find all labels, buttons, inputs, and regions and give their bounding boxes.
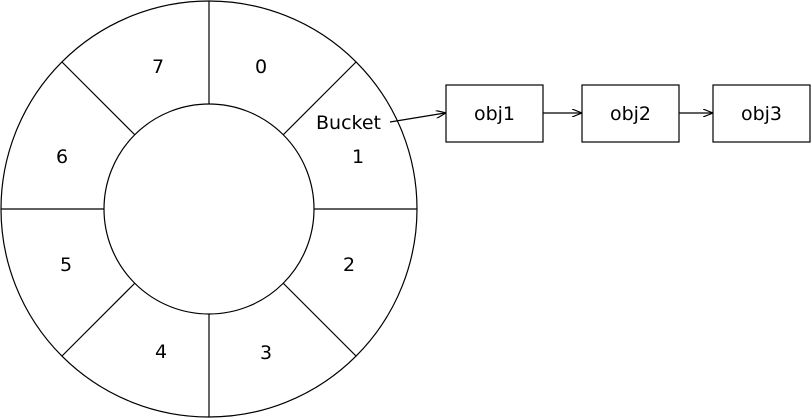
segment-label-3: 3 [260, 342, 272, 364]
segment-label-7: 7 [152, 56, 164, 78]
bucket-to-obj1-arrow [389, 113, 445, 123]
segment-label-2: 2 [343, 254, 355, 276]
bucket-label: Bucket [316, 112, 381, 134]
obj1-box [445, 84, 544, 143]
segment-label-4: 4 [155, 341, 167, 363]
divider-top-right [282, 61, 357, 136]
segment-label-1: 1 [352, 146, 364, 168]
obj1-label: obj1 [474, 103, 515, 125]
segment-label-6: 6 [56, 146, 68, 168]
obj2-label: obj2 [610, 103, 651, 125]
obj2-box [581, 84, 680, 143]
divider-bottom-left [61, 282, 136, 357]
inner-ring [103, 103, 315, 315]
obj3-label: obj3 [741, 103, 782, 125]
divider-bottom-right [282, 282, 357, 357]
segment-label-0: 0 [255, 56, 267, 78]
divider-top-left [61, 61, 136, 136]
segment-label-5: 5 [60, 254, 72, 276]
obj3-box [712, 84, 811, 143]
